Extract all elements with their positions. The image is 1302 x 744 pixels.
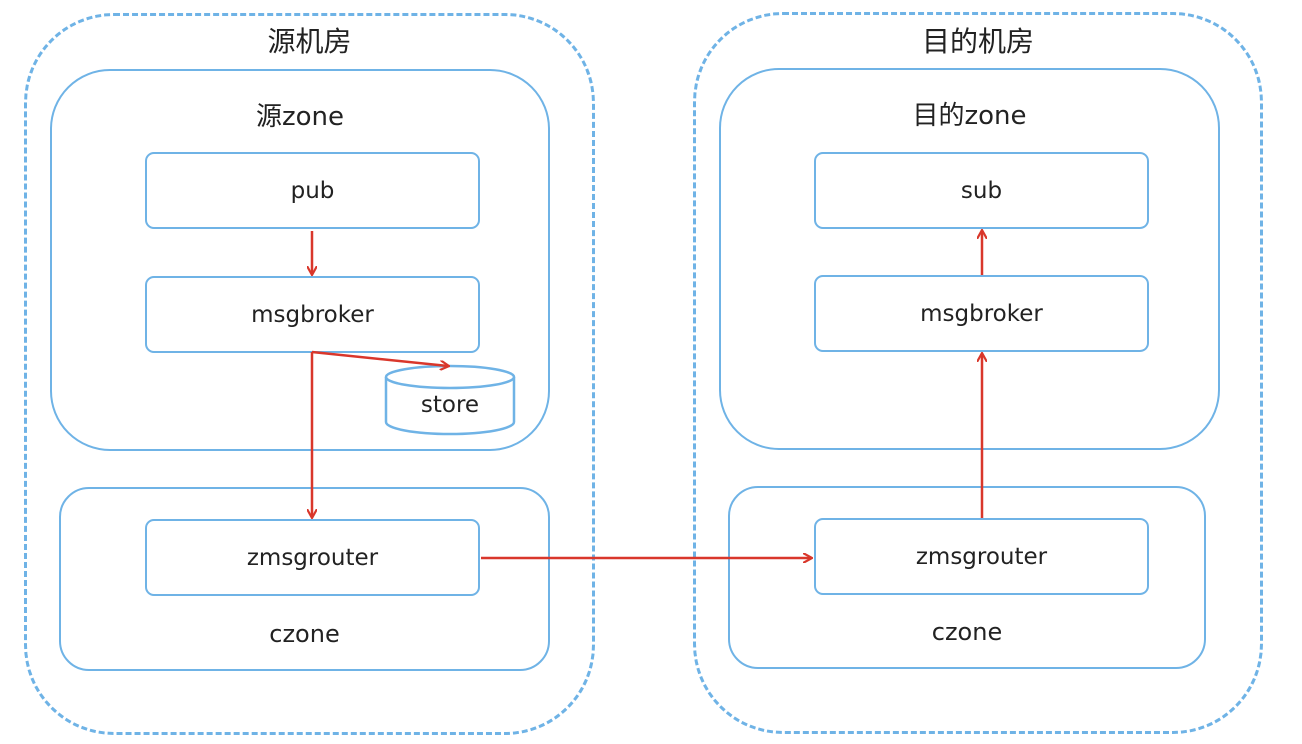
- source-datacenter: [24, 13, 595, 735]
- dest-msgbroker-node: msgbroker: [814, 275, 1149, 352]
- dest-zone: [719, 68, 1220, 450]
- source-msgbroker-node: msgbroker: [145, 276, 480, 353]
- source-zmsgrouter-node: zmsgrouter: [145, 519, 480, 596]
- sub-node: sub: [814, 152, 1149, 229]
- source-datacenter-title: 源机房: [267, 25, 352, 58]
- dest-czone-label: czone: [931, 618, 1003, 646]
- source-czone: [59, 487, 550, 671]
- store-database: store: [383, 364, 517, 438]
- dest-zmsgrouter-node: zmsgrouter: [814, 518, 1149, 595]
- dest-datacenter-title: 目的机房: [921, 25, 1034, 58]
- dest-zone-label: 目的zone: [912, 101, 1027, 131]
- store-label: store: [420, 392, 480, 418]
- source-zone-label: 源zone: [255, 102, 345, 132]
- source-zone: [50, 69, 550, 451]
- source-czone-label: czone: [269, 620, 340, 648]
- dest-datacenter: [693, 12, 1263, 734]
- store-cylinder-icon: [384, 364, 516, 436]
- dest-czone: [728, 486, 1206, 669]
- pub-node: pub: [145, 152, 480, 229]
